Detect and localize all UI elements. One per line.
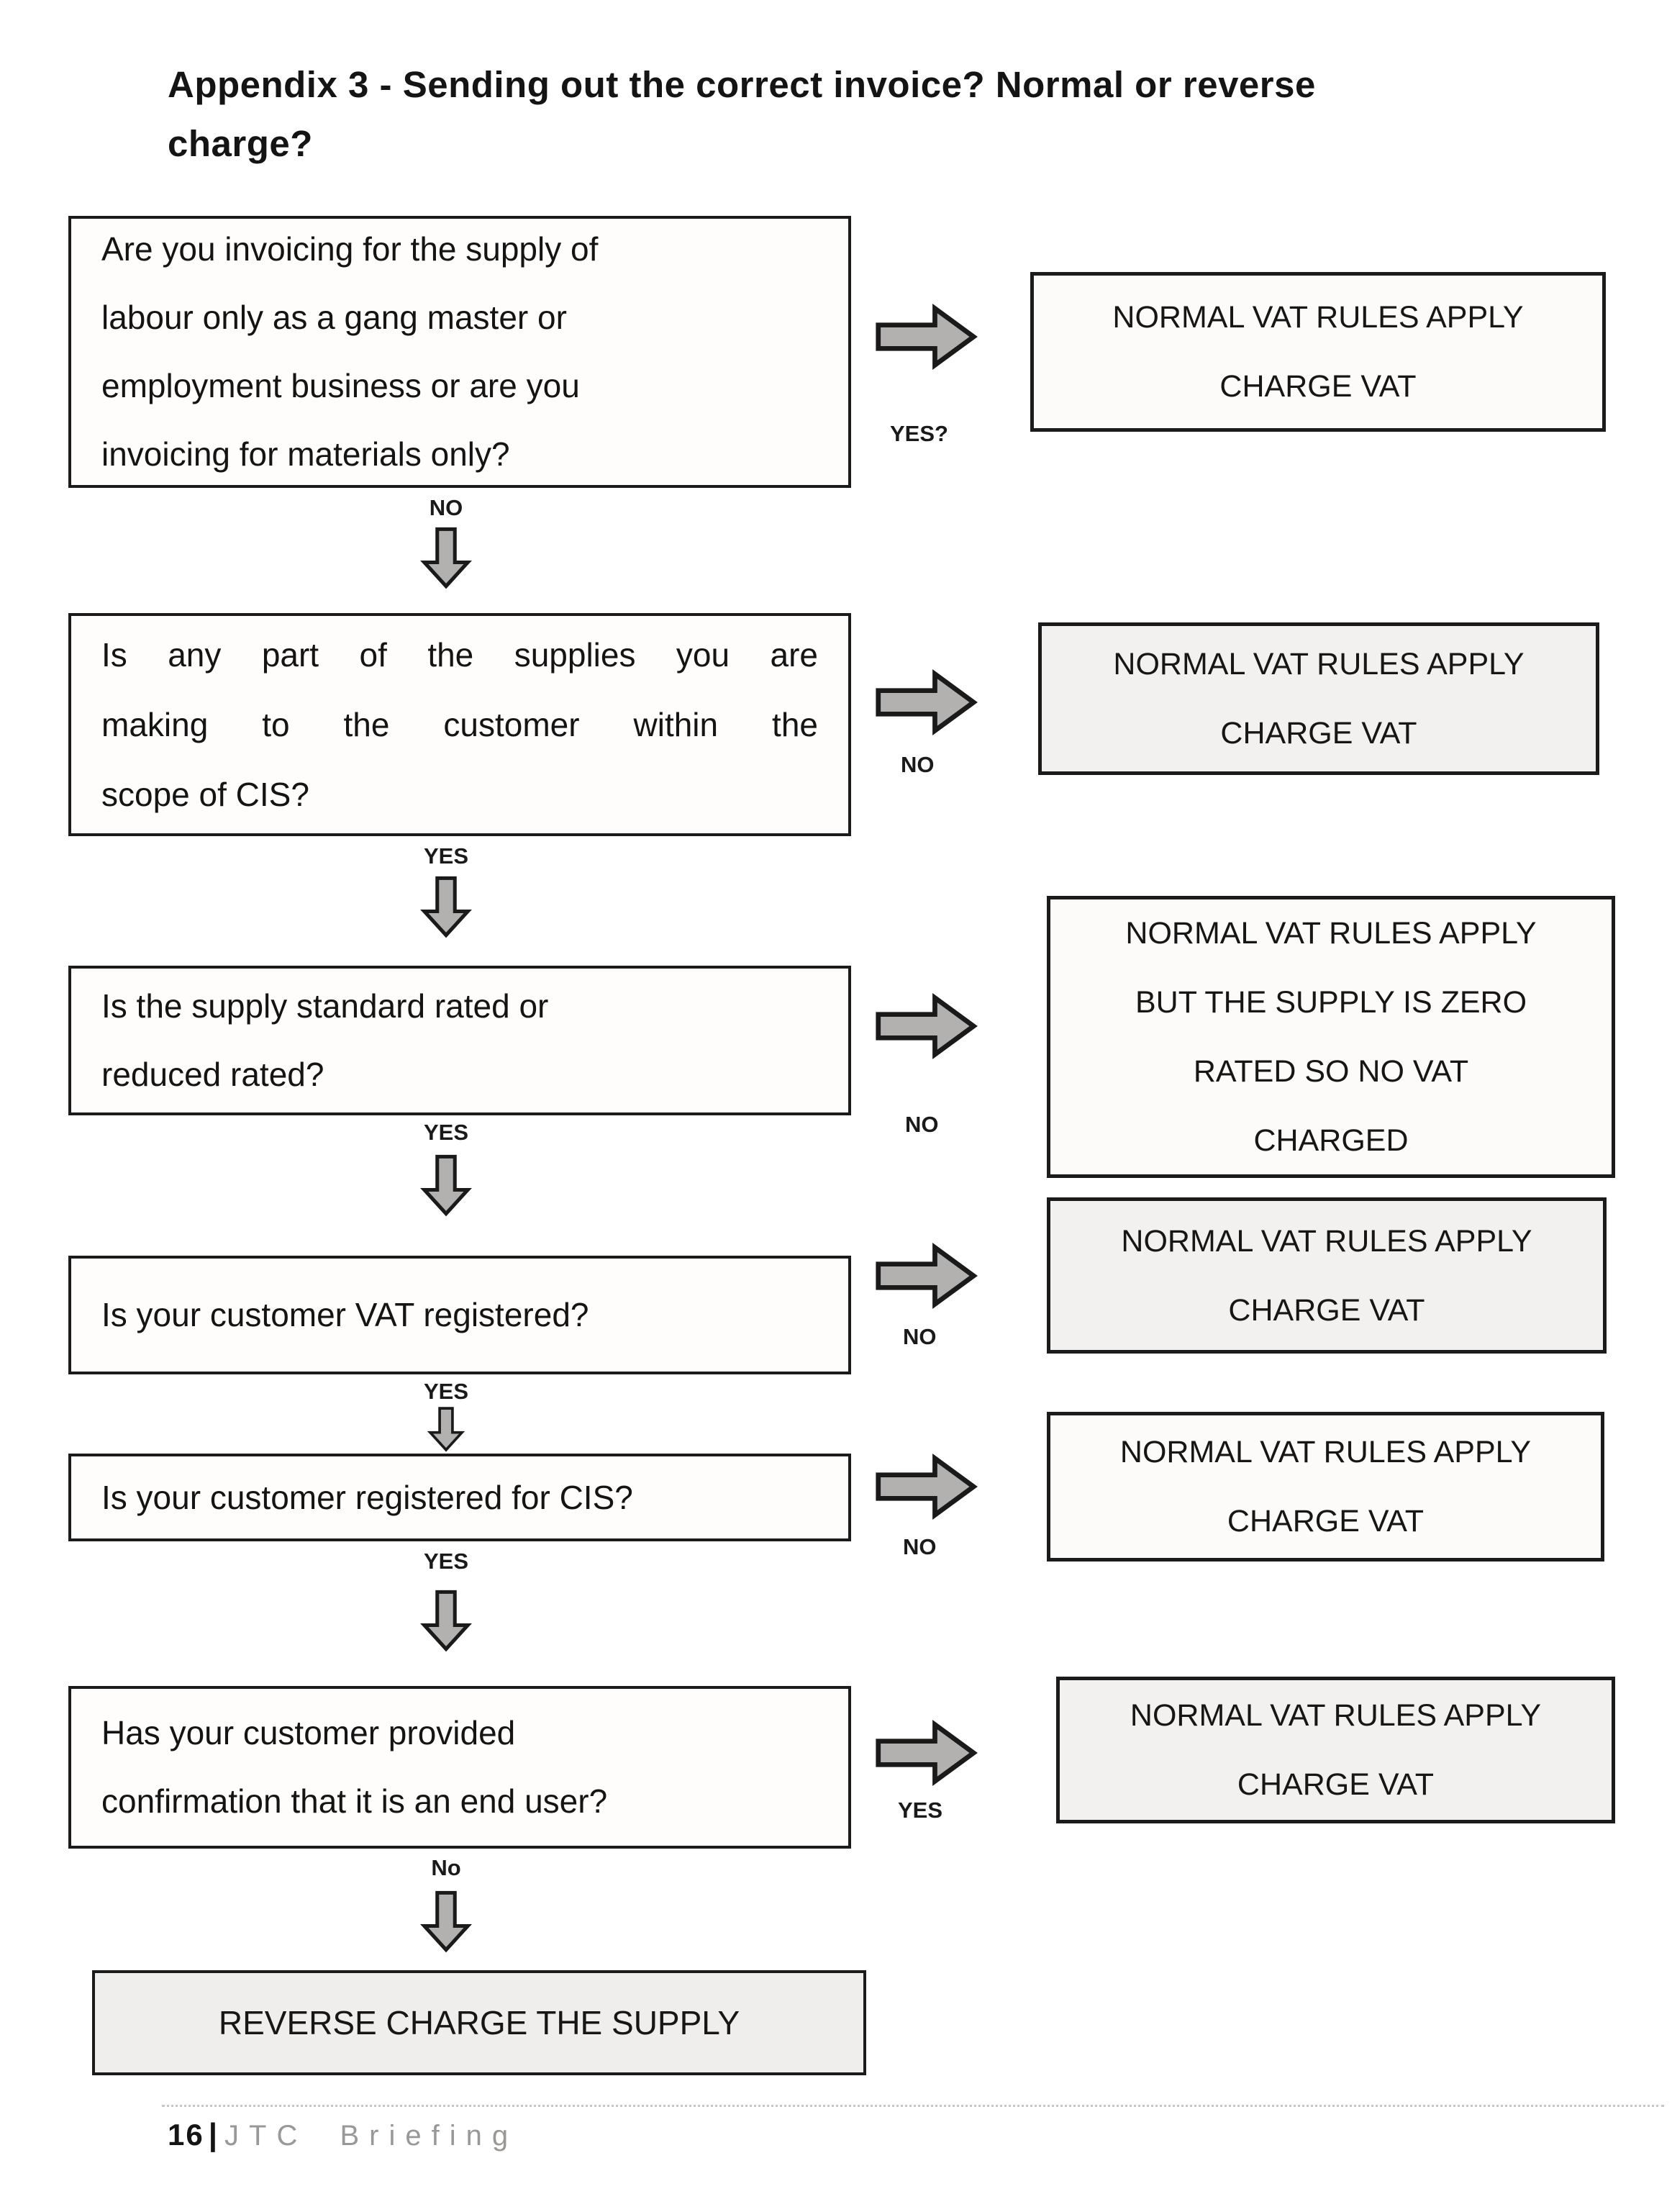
result-1-text: NORMAL VAT RULES APPLY: [1112, 300, 1524, 335]
question-box-3: Is the supply standard rated or reduced …: [68, 966, 851, 1115]
result-3-text: RATED SO NO VAT: [1193, 1054, 1469, 1089]
question-box-2: Is any part of the supplies you are maki…: [68, 613, 851, 836]
branch-label-no: NO: [905, 1112, 939, 1137]
down-arrow-icon: [420, 527, 472, 589]
question-box-1: Are you invoicing for the supply of labo…: [68, 216, 851, 488]
result-3-text: NORMAL VAT RULES APPLY: [1125, 916, 1537, 951]
flow-label-no-1: NO: [429, 495, 463, 520]
down-arrow-icon: [420, 1154, 472, 1217]
question-2-text: scope of CIS?: [101, 775, 309, 813]
down-arrow-icon: [420, 1890, 472, 1953]
final-outcome-text: REVERSE CHARGE THE SUPPLY: [218, 2004, 740, 2041]
result-5-text: NORMAL VAT RULES APPLY: [1119, 1435, 1532, 1469]
right-arrow-icon: [876, 1720, 978, 1786]
flow-label-yes-3: YES: [423, 1379, 469, 1404]
result-6-text: CHARGE VAT: [1237, 1767, 1435, 1802]
question-box-6: Has your customer provided confirmation …: [68, 1686, 851, 1849]
down-arrow-icon: [420, 1590, 472, 1652]
question-1-text: labour only as a gang master or: [101, 299, 567, 336]
result-6-text: NORMAL VAT RULES APPLY: [1130, 1698, 1542, 1733]
question-1-text: invoicing for materials only?: [101, 435, 510, 473]
footer-brand-text: JTC Briefing: [224, 2120, 519, 2152]
question-2-text: making to the customer within the: [101, 705, 818, 743]
page-title-line-2: charge?: [168, 123, 313, 164]
question-5-text: Is your customer registered for CIS?: [101, 1478, 633, 1516]
result-2-text: CHARGE VAT: [1220, 716, 1417, 751]
question-3-text: reduced rated?: [101, 1056, 324, 1093]
flow-label-yes-2: YES: [423, 1120, 469, 1145]
right-arrow-icon: [876, 1454, 978, 1520]
down-arrow-icon: [427, 1407, 465, 1452]
result-5-text: CHARGE VAT: [1227, 1504, 1425, 1538]
question-box-5: Is your customer registered for CIS?: [68, 1454, 851, 1541]
question-2-text: Is any part of the supplies you are: [101, 635, 818, 674]
result-4-text: CHARGE VAT: [1228, 1292, 1425, 1328]
branch-label-no: NO: [903, 1534, 937, 1559]
question-4-text: Is your customer VAT registered?: [101, 1296, 589, 1333]
question-1-text: Are you invoicing for the supply of: [101, 230, 599, 268]
footer: 16 | JTC Briefing: [168, 2117, 518, 2153]
result-2-text: NORMAL VAT RULES APPLY: [1113, 647, 1525, 681]
right-arrow-icon: [876, 1243, 978, 1309]
result-4-text: NORMAL VAT RULES APPLY: [1121, 1223, 1532, 1259]
down-arrow-icon: [420, 876, 472, 938]
right-arrow-icon: [876, 669, 978, 735]
page-title-line-1: Appendix 3 - Sending out the correct inv…: [168, 64, 1316, 105]
question-3-text: Is the supply standard rated or: [101, 987, 549, 1025]
result-3-text: CHARGED: [1253, 1123, 1409, 1158]
branch-label-no: NO: [901, 752, 935, 777]
branch-label-no: NO: [903, 1324, 937, 1349]
footer-separator: |: [208, 2117, 218, 2152]
result-box-1: NORMAL VAT RULES APPLY CHARGE VAT: [1030, 272, 1606, 432]
result-box-5: NORMAL VAT RULES APPLY CHARGE VAT: [1047, 1412, 1604, 1561]
result-box-4: NORMAL VAT RULES APPLY CHARGE VAT: [1047, 1197, 1607, 1354]
right-arrow-icon: [876, 304, 978, 370]
flow-label-yes-4: YES: [423, 1549, 469, 1574]
branch-label-yes: YES: [898, 1798, 943, 1823]
question-6-text: Has your customer provided: [101, 1714, 516, 1751]
branch-label-yes: YES?: [890, 421, 948, 446]
question-6-text: confirmation that it is an end user?: [101, 1782, 608, 1820]
footer-page-number: 16: [168, 2118, 204, 2152]
result-box-6: NORMAL VAT RULES APPLY CHARGE VAT: [1056, 1677, 1615, 1823]
flow-label-yes-1: YES: [423, 843, 469, 869]
flow-label-no-2: No: [431, 1855, 461, 1880]
result-1-text: CHARGE VAT: [1219, 369, 1417, 404]
result-3-text: BUT THE SUPPLY IS ZERO: [1135, 985, 1527, 1020]
question-box-4: Is your customer VAT registered?: [68, 1256, 851, 1374]
question-1-text: employment business or are you: [101, 367, 580, 404]
footer-divider-rule: [162, 2105, 1664, 2107]
final-outcome-box: REVERSE CHARGE THE SUPPLY: [92, 1970, 866, 2075]
result-box-3: NORMAL VAT RULES APPLY BUT THE SUPPLY IS…: [1047, 896, 1615, 1178]
right-arrow-icon: [876, 993, 978, 1059]
result-box-2: NORMAL VAT RULES APPLY CHARGE VAT: [1038, 622, 1599, 775]
